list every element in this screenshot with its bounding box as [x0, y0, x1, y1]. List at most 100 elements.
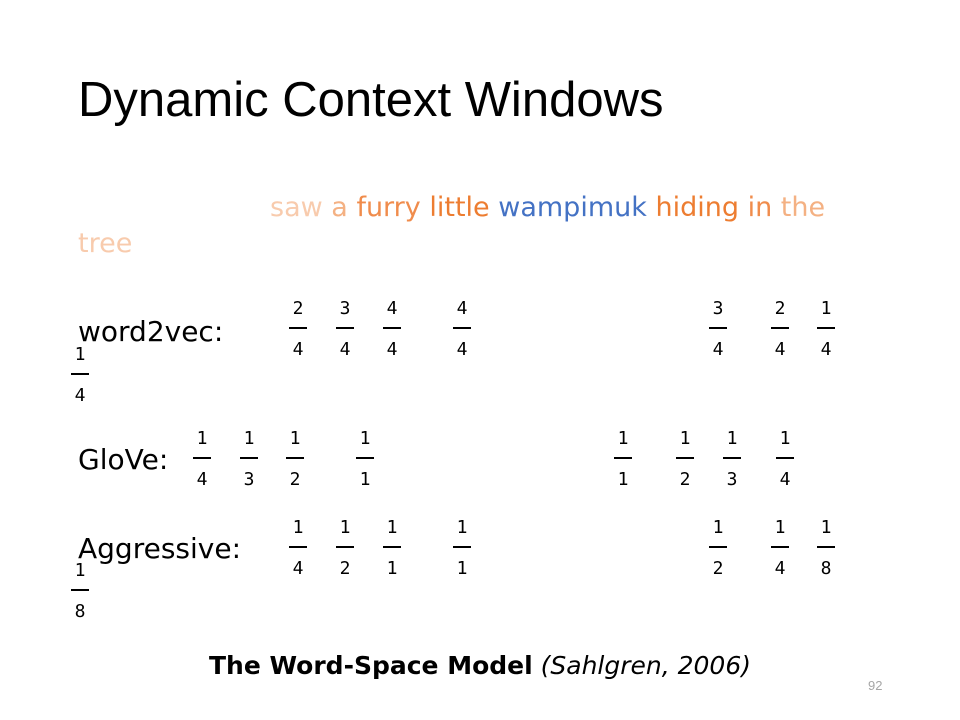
fraction-bar — [289, 327, 307, 329]
fraction-denominator: 4 — [456, 339, 468, 360]
fraction-numerator: 2 — [292, 298, 304, 319]
fraction-denominator: 2 — [679, 469, 691, 490]
fraction-numerator: 1 — [292, 517, 304, 538]
fraction-numerator: 1 — [726, 428, 738, 449]
glove-label: GloVe: — [78, 443, 169, 476]
fraction-bar — [723, 457, 741, 459]
fraction-numerator: 2 — [774, 298, 786, 319]
fraction-denominator: 4 — [74, 385, 86, 406]
fraction-bar — [776, 457, 794, 459]
fraction-denominator: 8 — [74, 601, 86, 622]
fraction-bar — [383, 546, 401, 548]
fraction-denominator: 4 — [339, 339, 351, 360]
word-a: a — [331, 192, 348, 223]
example-sentence: saw a furry little wampimuk hiding in th… — [78, 190, 868, 262]
word-tree: tree — [78, 228, 133, 259]
fraction-numerator: 1 — [386, 517, 398, 538]
word-hiding: hiding — [655, 192, 739, 223]
fraction-denominator: 4 — [292, 558, 304, 579]
fraction-denominator: 8 — [820, 558, 832, 579]
citation-caption: The Word-Space Model (Sahlgren, 2006) — [0, 653, 960, 678]
fraction-denominator: 2 — [712, 558, 724, 579]
fraction-numerator: 1 — [339, 517, 351, 538]
fraction-denominator: 1 — [386, 558, 398, 579]
fraction-denominator: 4 — [196, 469, 208, 490]
fraction-denominator: 4 — [386, 339, 398, 360]
word-saw: saw — [270, 192, 323, 223]
aggressive-label: Aggressive: — [78, 532, 242, 565]
caption-source-title: The Word-Space Model — [208, 651, 533, 680]
fraction-bar — [336, 546, 354, 548]
fraction-bar — [614, 457, 632, 459]
fraction-numerator: 4 — [386, 298, 398, 319]
fraction-numerator: 1 — [74, 344, 86, 365]
fraction-bar — [771, 327, 789, 329]
fraction-bar — [193, 457, 211, 459]
fraction-denominator: 1 — [456, 558, 468, 579]
fraction-denominator: 4 — [712, 339, 724, 360]
fraction-bar — [817, 327, 835, 329]
word-little: little — [429, 192, 490, 223]
fraction-bar — [383, 327, 401, 329]
fraction-bar — [709, 546, 727, 548]
caption-citation: (Sahlgren, 2006) — [540, 651, 752, 680]
fraction-bar — [709, 327, 727, 329]
fraction-numerator: 3 — [339, 298, 351, 319]
fraction-denominator: 4 — [779, 469, 791, 490]
fraction-denominator: 3 — [243, 469, 255, 490]
fraction-bar — [289, 546, 307, 548]
fraction-numerator: 1 — [456, 517, 468, 538]
fraction-denominator: 1 — [617, 469, 629, 490]
fraction-numerator: 1 — [196, 428, 208, 449]
fraction-numerator: 1 — [774, 517, 786, 538]
word-furry: furry — [356, 192, 421, 223]
fraction-numerator: 1 — [243, 428, 255, 449]
slide-title: Dynamic Context Windows — [78, 73, 664, 127]
fraction-denominator: 4 — [774, 339, 786, 360]
fraction-numerator: 1 — [779, 428, 791, 449]
fraction-numerator: 1 — [820, 517, 832, 538]
fraction-numerator: 1 — [712, 517, 724, 538]
fraction-numerator: 1 — [820, 298, 832, 319]
fraction-denominator: 2 — [289, 469, 301, 490]
fraction-numerator: 1 — [359, 428, 371, 449]
fraction-numerator: 1 — [74, 560, 86, 581]
fraction-bar — [676, 457, 694, 459]
fraction-bar — [71, 589, 89, 591]
fraction-bar — [453, 327, 471, 329]
fraction-denominator: 4 — [820, 339, 832, 360]
fraction-numerator: 1 — [617, 428, 629, 449]
fraction-denominator: 1 — [359, 469, 371, 490]
word-in: in — [747, 192, 773, 223]
fraction-bar — [336, 327, 354, 329]
fraction-denominator: 4 — [774, 558, 786, 579]
fraction-bar — [817, 546, 835, 548]
fraction-bar — [771, 546, 789, 548]
word-wampimuk: wampimuk — [498, 192, 647, 223]
fraction-denominator: 4 — [292, 339, 304, 360]
fraction-bar — [453, 546, 471, 548]
page-number: 92 — [868, 678, 883, 693]
